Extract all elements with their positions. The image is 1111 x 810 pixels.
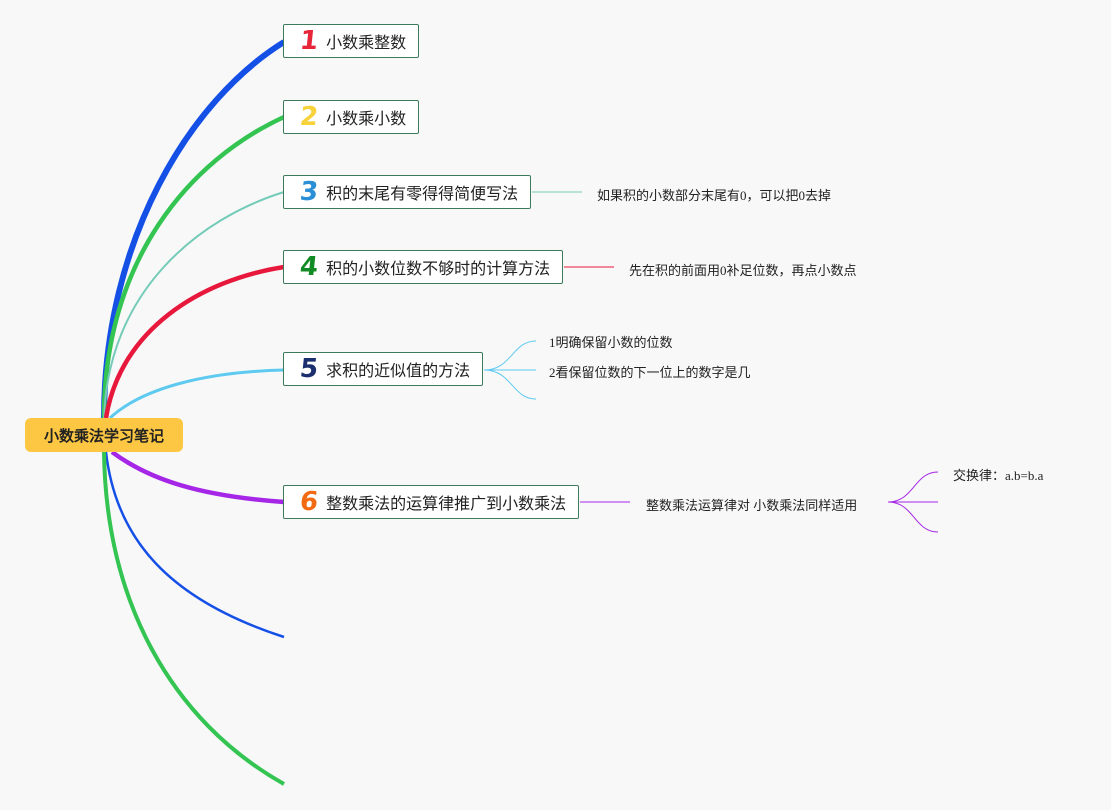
branch-line-empty-1 xyxy=(104,451,285,639)
branch-label-3: 积的末尾有零得得简便写法 xyxy=(326,184,519,203)
branch-node-4[interactable]: 4 积的小数位数不够时的计算方法 xyxy=(283,250,564,284)
number-3-icon: 3 xyxy=(298,177,320,207)
branch-node-2[interactable]: 2 小数乘小数 xyxy=(283,100,420,134)
branch-line-empty-2 xyxy=(102,451,285,786)
branch-line-2 xyxy=(101,114,285,419)
branch-line-5 xyxy=(108,368,285,420)
subnote-6-1[interactable]: 交换律：a.b=b.a xyxy=(953,468,1044,483)
number-6-icon: 6 xyxy=(298,487,320,517)
branch-label-2: 小数乘小数 xyxy=(326,109,407,128)
branch-line-4 xyxy=(103,264,285,419)
branch-label-6: 整数乘法的运算律推广到小数乘法 xyxy=(326,494,567,513)
root-topic[interactable]: 小数乘法学习笔记 xyxy=(25,418,183,452)
note-5-1[interactable]: 1明确保留小数的位数 xyxy=(549,335,673,350)
branch-node-6[interactable]: 6 整数乘法的运算律推广到小数乘法 xyxy=(283,485,580,519)
note-6[interactable]: 整数乘法运算律对 小数乘法同样适用 xyxy=(646,498,858,513)
note-3[interactable]: 如果积的小数部分末尾有0，可以把0去掉 xyxy=(597,188,832,203)
note-line-5 xyxy=(483,340,537,400)
branch-label-5: 求积的近似值的方法 xyxy=(326,361,471,380)
branch-node-1[interactable]: 1 小数乘整数 xyxy=(283,24,420,58)
branch-node-3[interactable]: 3 积的末尾有零得得简便写法 xyxy=(283,175,532,209)
branch-label-4: 积的小数位数不够时的计算方法 xyxy=(326,259,551,278)
number-4-icon: 4 xyxy=(298,252,320,282)
branch-label-1: 小数乘整数 xyxy=(326,33,407,52)
branch-line-6 xyxy=(110,450,285,505)
number-5-icon: 5 xyxy=(298,354,320,384)
note-5-2[interactable]: 2看保留位数的下一位上的数字是几 xyxy=(549,365,751,380)
branch-node-5[interactable]: 5 求积的近似值的方法 xyxy=(283,352,484,386)
note-4[interactable]: 先在积的前面用0补足位数，再点小数点 xyxy=(629,263,857,278)
number-1-icon: 1 xyxy=(298,26,320,56)
number-2-icon: 2 xyxy=(298,102,320,132)
subnote-line-6 xyxy=(887,471,939,533)
branch-line-3 xyxy=(103,191,285,419)
branch-line-1 xyxy=(101,39,286,419)
